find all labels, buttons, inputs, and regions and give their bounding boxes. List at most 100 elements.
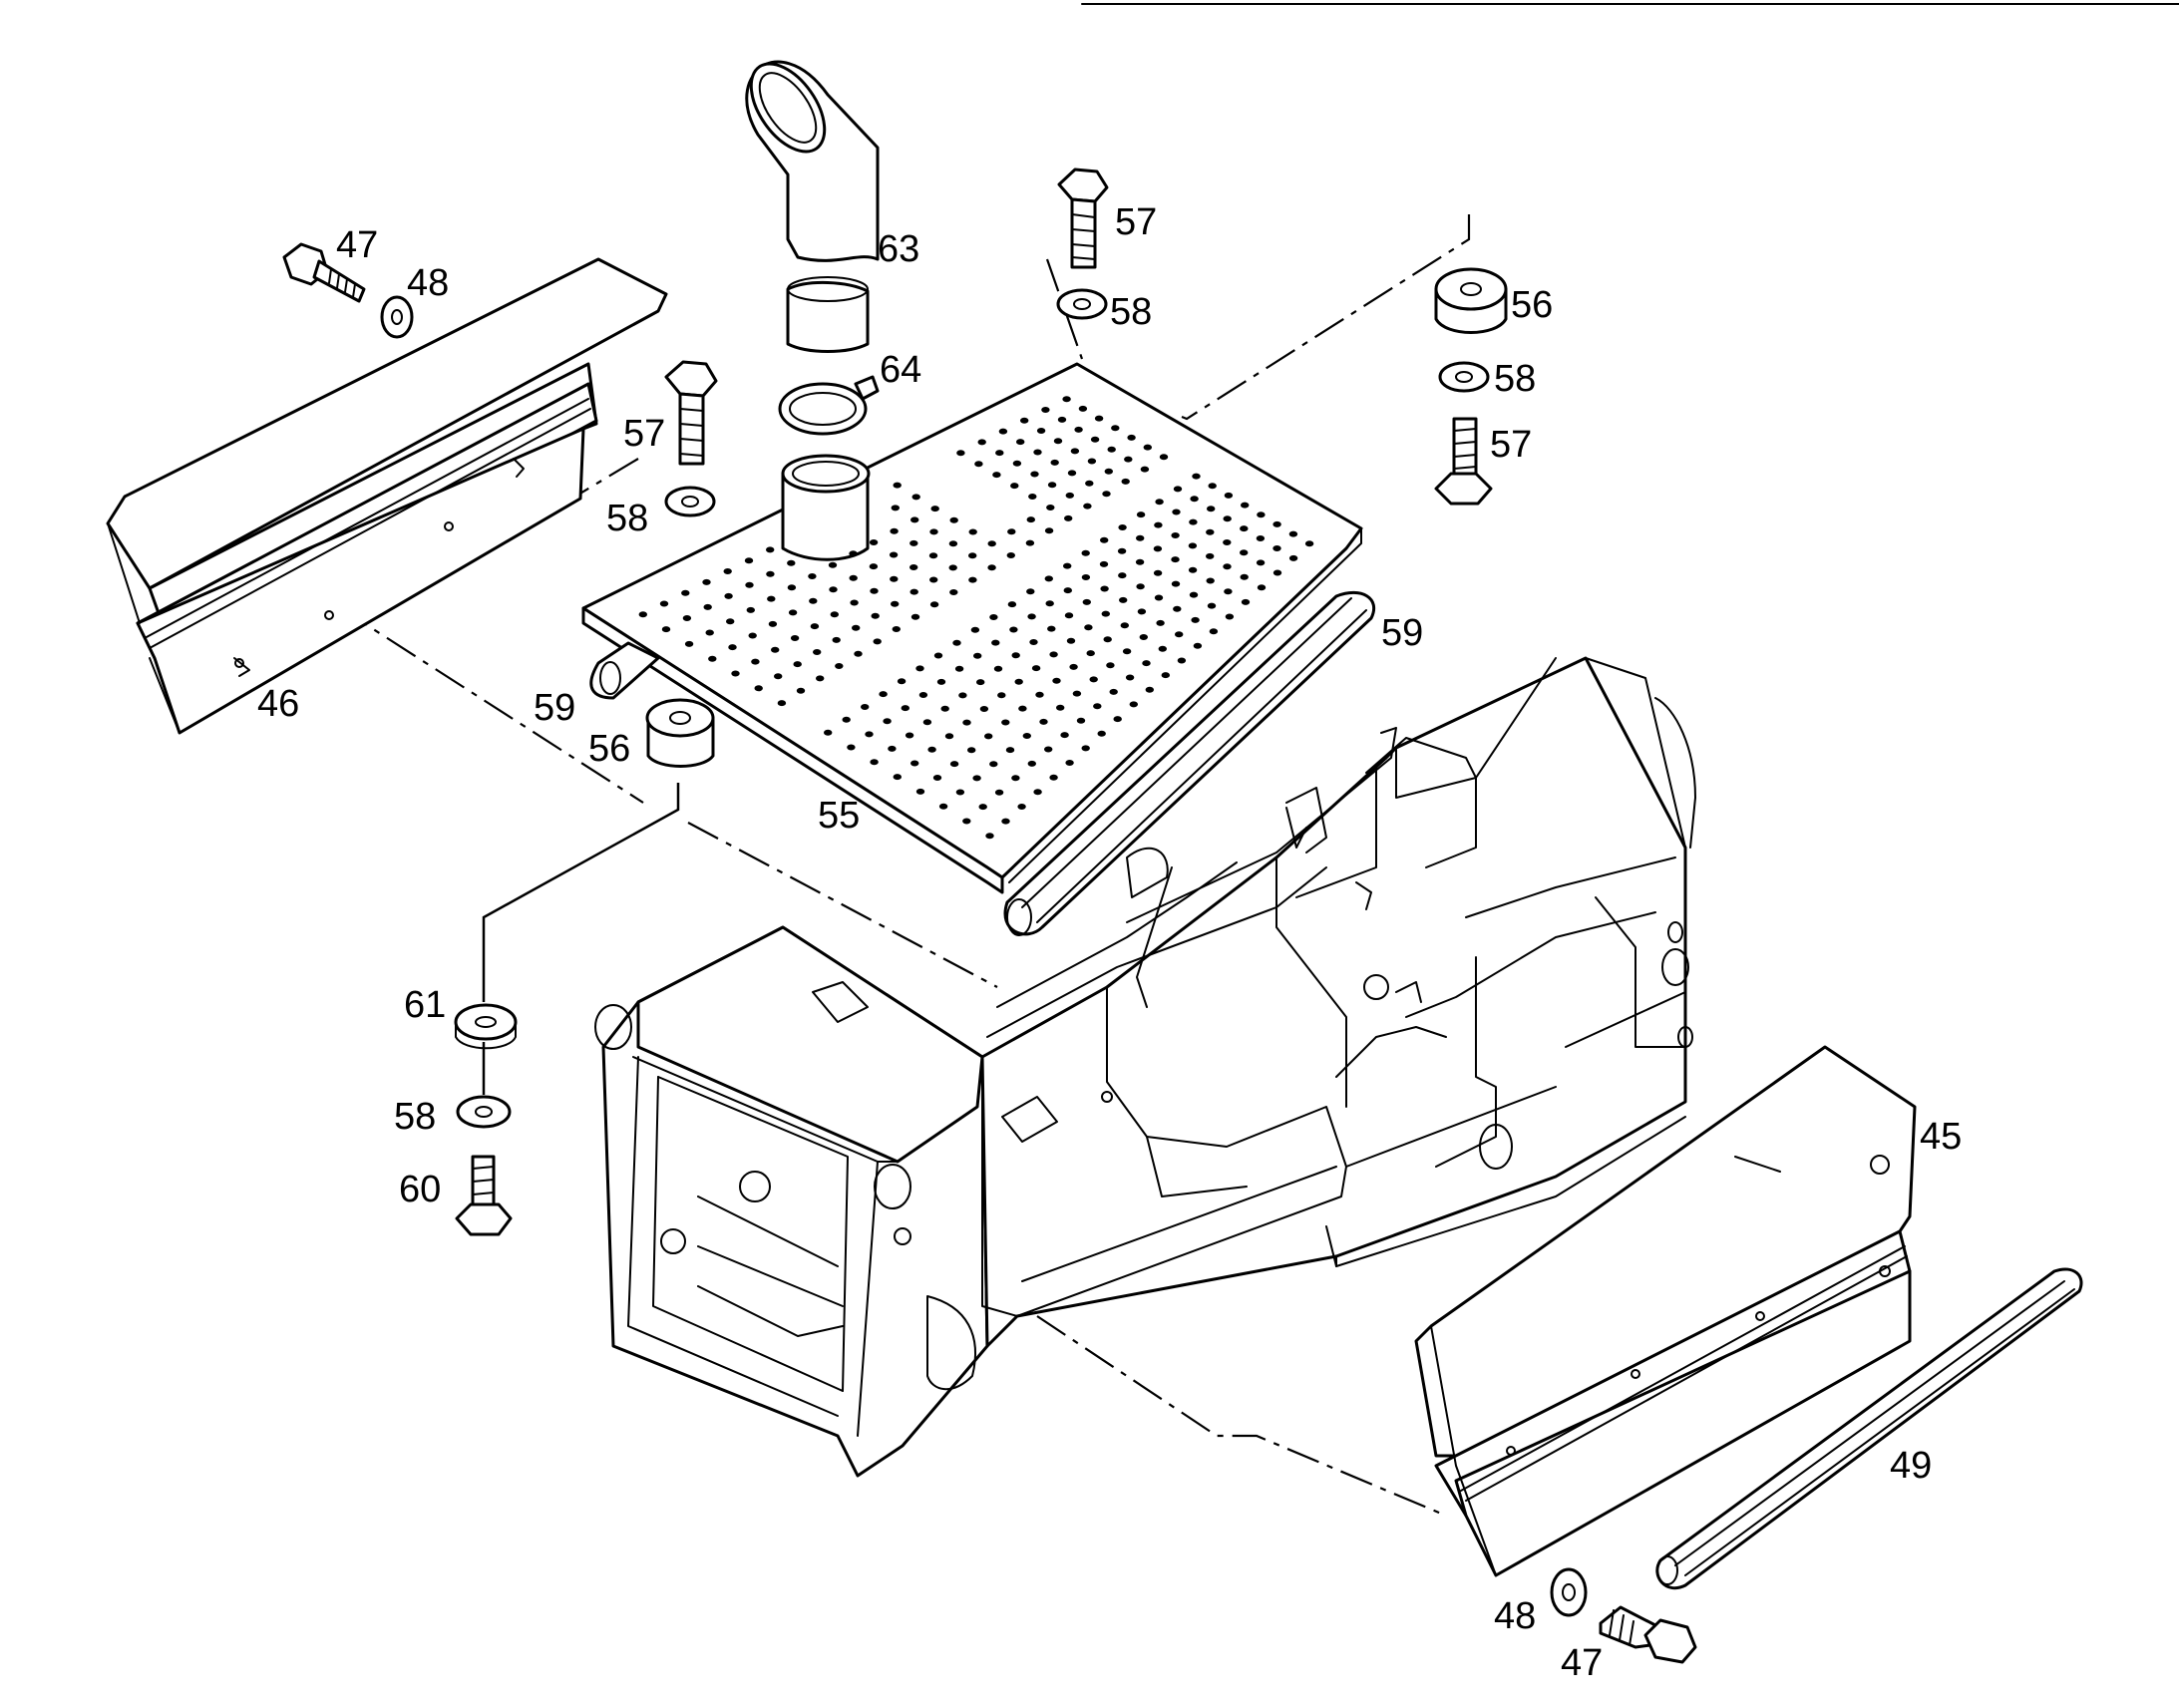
perforation-hole: [766, 546, 775, 553]
perforation-hole: [1171, 580, 1181, 587]
perforation-hole: [1047, 625, 1056, 632]
perforation-hole: [1014, 678, 1023, 685]
perforation-hole: [1107, 446, 1116, 453]
perforation-hole: [1066, 637, 1076, 644]
perforation-hole: [813, 649, 822, 655]
perforation-hole: [1189, 591, 1199, 598]
perforation-hole: [973, 652, 982, 659]
callout-labels: 47 48 46 63 64 57 58 56 58 57 57 58 59 5…: [257, 201, 1962, 1684]
perforation-hole: [1240, 573, 1249, 580]
perforation-hole: [1256, 559, 1266, 566]
washer-58-lower: [456, 1095, 512, 1129]
perforation-hole: [989, 614, 998, 620]
perforation-hole: [748, 632, 757, 639]
perforation-hole: [1012, 460, 1022, 467]
perforation-hole: [1117, 547, 1127, 554]
perforation-hole: [754, 685, 763, 692]
callout-49: 49: [1890, 1445, 1932, 1487]
perforation-hole: [1224, 492, 1234, 499]
callout-48-bottom: 48: [1494, 1595, 1536, 1637]
perforation-hole: [1060, 732, 1069, 739]
perforation-hole: [1044, 575, 1054, 582]
perforation-hole: [1257, 512, 1266, 518]
perforation-hole: [661, 626, 671, 633]
perforation-hole: [681, 589, 690, 596]
washer-58-top-center: [1056, 288, 1108, 320]
perforation-hole: [1257, 584, 1267, 591]
perforation-hole: [793, 661, 802, 668]
perforation-hole: [1109, 688, 1118, 695]
perforation-hole: [915, 665, 924, 672]
perforation-hole: [1225, 613, 1235, 620]
callout-59-right: 59: [1381, 612, 1423, 654]
perforation-hole: [682, 615, 692, 621]
perforation-hole: [1124, 456, 1133, 463]
perforation-hole: [976, 679, 985, 686]
perforation-hole: [967, 747, 976, 754]
perforation-hole: [968, 528, 977, 535]
callout-58-right: 58: [1494, 358, 1536, 400]
perforation-hole: [940, 705, 949, 712]
perforation-hole: [1122, 648, 1132, 655]
perforation-hole: [766, 570, 775, 577]
perforation-hole: [1074, 426, 1083, 433]
perforation-hole: [949, 589, 958, 595]
perforation-hole: [869, 563, 879, 570]
callout-57-right: 57: [1490, 424, 1532, 466]
perforation-hole: [1171, 532, 1180, 538]
perforation-hole: [1256, 535, 1266, 541]
perforation-hole: [1136, 512, 1146, 518]
perforation-hole: [1159, 454, 1169, 461]
perforation-hole: [1049, 651, 1058, 658]
perforation-hole: [824, 729, 833, 736]
perforation-hole: [1127, 434, 1136, 441]
perforation-hole: [1121, 478, 1130, 485]
perforation-hole: [1082, 598, 1092, 605]
perforation-hole: [1192, 473, 1201, 480]
perforation-hole: [948, 540, 958, 547]
perforation-hole: [949, 516, 958, 523]
perforation-hole: [1173, 605, 1182, 612]
perforation-hole: [790, 635, 800, 641]
perforation-hole: [1010, 483, 1019, 490]
screw-60: [455, 1155, 513, 1236]
bolt-57-left: [664, 360, 718, 466]
perforation-hole: [1240, 549, 1249, 556]
perforation-hole: [1033, 789, 1042, 796]
perforation-hole: [994, 789, 1004, 796]
perforation-hole: [1099, 560, 1109, 567]
perforation-hole: [1223, 563, 1232, 570]
perforation-hole: [979, 706, 989, 712]
edge-trim-strip: [1655, 1267, 2083, 1590]
perforation-hole: [952, 639, 961, 646]
perforation-hole: [1102, 491, 1111, 498]
perforation-hole: [948, 564, 957, 571]
callout-47-bottom: 47: [1561, 1642, 1603, 1684]
perforation-hole: [905, 732, 914, 739]
rubber-mount-56-left: [645, 698, 715, 768]
perforation-hole: [1064, 514, 1073, 521]
perforation-hole: [968, 552, 977, 559]
callout-57-top: 57: [1115, 201, 1157, 243]
perforation-hole: [991, 639, 1000, 646]
perforation-hole: [751, 658, 760, 665]
main-frame: [594, 656, 1696, 1478]
perforation-hole: [1135, 558, 1145, 565]
callout-46: 46: [257, 683, 299, 725]
perforation-hole: [1104, 468, 1114, 475]
perforation-hole: [1206, 528, 1215, 535]
perforation-hole: [891, 600, 900, 607]
perforation-hole: [768, 620, 778, 627]
perforation-hole: [832, 636, 841, 643]
perforation-hole: [1241, 598, 1251, 605]
callout-61: 61: [404, 984, 446, 1026]
perforation-hole: [1065, 760, 1074, 766]
perforation-hole: [787, 559, 796, 566]
perforation-hole: [1097, 730, 1106, 737]
perforation-hole: [1193, 642, 1203, 649]
perforation-hole: [849, 550, 858, 557]
perforation-hole: [1011, 775, 1020, 782]
perforation-hole: [1139, 634, 1149, 640]
perforation-hole: [731, 670, 740, 677]
perforation-hole: [1050, 459, 1059, 466]
